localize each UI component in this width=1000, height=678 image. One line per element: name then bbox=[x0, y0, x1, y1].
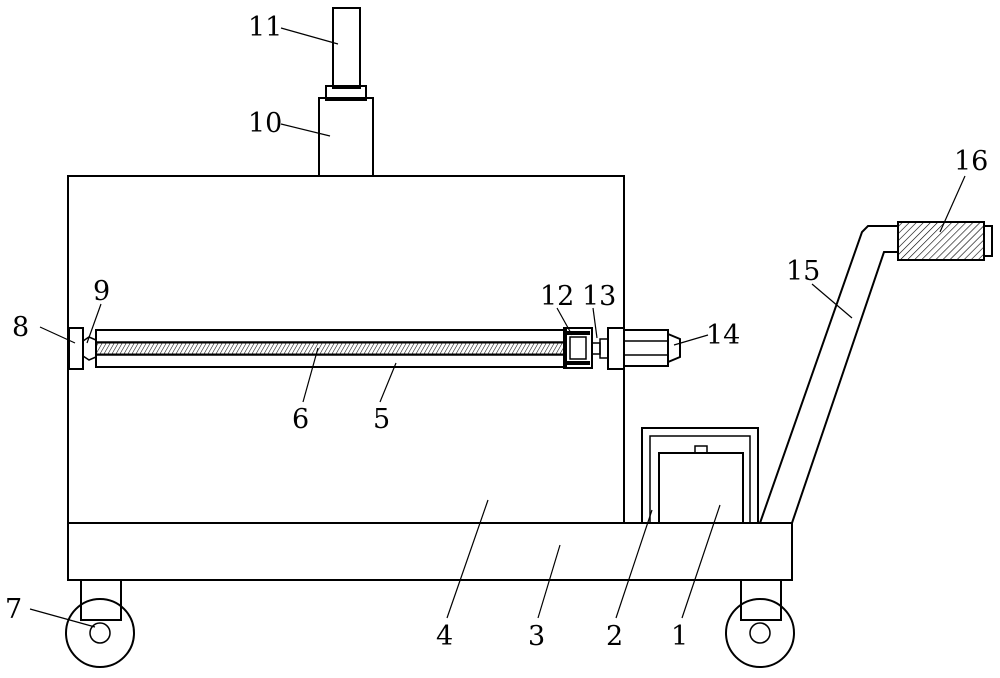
base-plate bbox=[67, 522, 793, 581]
label-15: 15 bbox=[786, 256, 820, 287]
shaft-coupling bbox=[591, 338, 609, 359]
left-bearing bbox=[82, 336, 97, 361]
label-4: 4 bbox=[436, 621, 453, 652]
label-6: 6 bbox=[292, 404, 309, 435]
label-10: 10 bbox=[248, 108, 282, 139]
label-16: 16 bbox=[954, 146, 988, 177]
label-2: 2 bbox=[606, 621, 623, 652]
coupling-block bbox=[563, 327, 593, 369]
push-handle bbox=[759, 225, 898, 524]
label-5: 5 bbox=[373, 404, 390, 435]
label-7: 7 bbox=[5, 594, 22, 625]
right-bearing-seat bbox=[607, 327, 625, 370]
label-12: 12 bbox=[540, 281, 574, 312]
handle-grip bbox=[897, 221, 993, 261]
left-caster-wheel bbox=[65, 579, 135, 668]
threaded-screw bbox=[95, 342, 565, 355]
label-13: 13 bbox=[582, 281, 616, 312]
left-bearing-seat bbox=[68, 327, 84, 370]
inner-tank bbox=[658, 445, 744, 524]
reference-numerals: 11 10 8 9 12 13 14 6 5 15 16 7 4 3 2 1 bbox=[5, 12, 988, 652]
label-8: 8 bbox=[12, 312, 29, 343]
label-3: 3 bbox=[528, 621, 545, 652]
label-14: 14 bbox=[706, 320, 740, 351]
drive-motor bbox=[623, 329, 681, 367]
right-caster-wheel bbox=[725, 579, 795, 668]
piston-rod bbox=[332, 7, 361, 89]
label-9: 9 bbox=[93, 276, 110, 307]
label-1: 1 bbox=[671, 621, 688, 652]
label-11: 11 bbox=[248, 12, 282, 43]
hydraulic-cylinder bbox=[318, 85, 374, 177]
leader-lines bbox=[29, 27, 966, 628]
